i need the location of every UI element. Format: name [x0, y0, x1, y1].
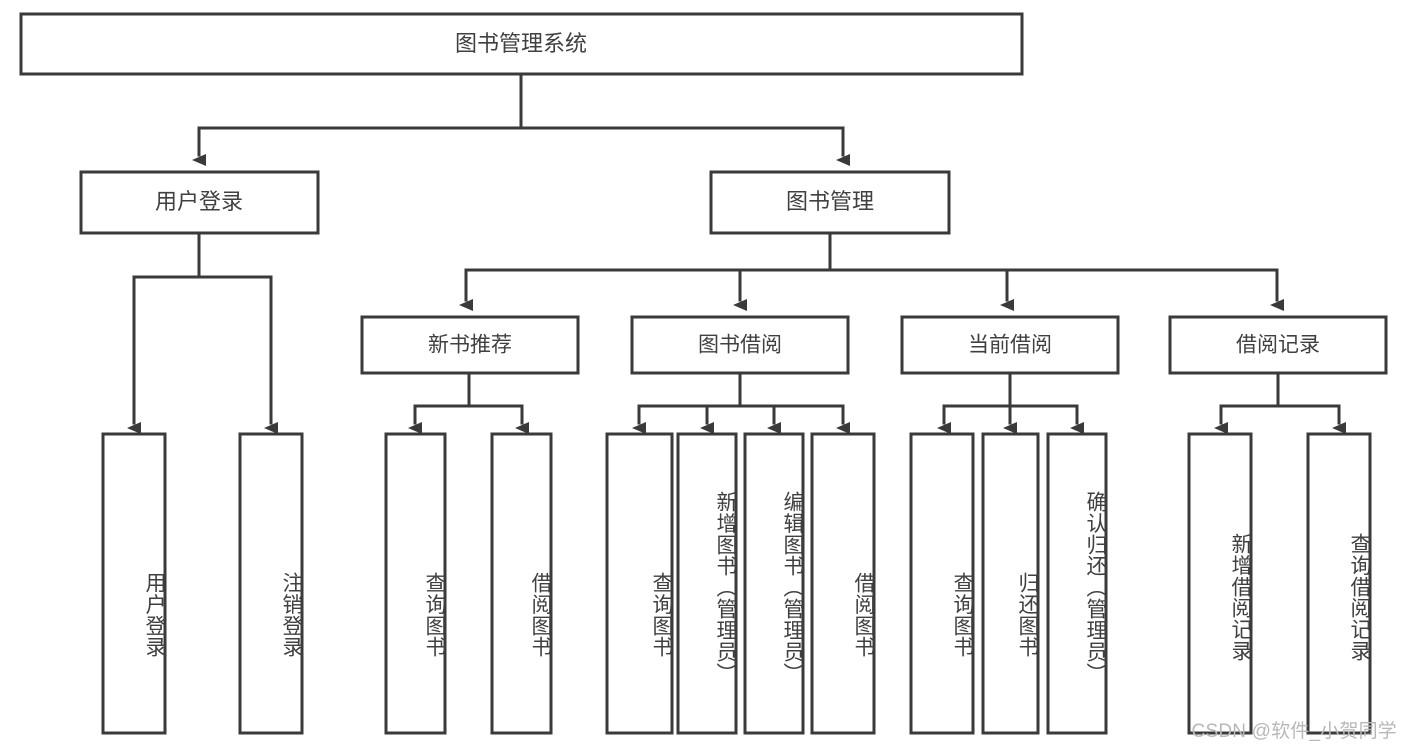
- node-book-borrow-label: 图书借阅: [698, 334, 782, 357]
- node-new-book-recommend-box[interactable]: [360, 315, 580, 375]
- node-book-management-box[interactable]: [709, 170, 951, 235]
- node-leaf-return-book-box[interactable]: [981, 432, 1040, 735]
- node-user-login-box[interactable]: [79, 170, 320, 235]
- node-leaf-add-book-box[interactable]: [676, 432, 738, 735]
- node-leaf-edit-book-box[interactable]: [743, 432, 805, 735]
- node-root-box[interactable]: [19, 12, 1024, 76]
- node-leaf-logout-login-box[interactable]: [238, 432, 304, 735]
- connector-group-current-borrow: [937, 371, 1084, 434]
- node-leaf-borrow-book-1-box[interactable]: [490, 432, 553, 735]
- node-book-borrow[interactable]: 图书借阅: [630, 315, 850, 375]
- node-leaf-add-record-box[interactable]: [1187, 432, 1253, 735]
- connector-group-borrow-record: [1214, 371, 1346, 434]
- node-user-login-label: 用户登录: [155, 189, 243, 214]
- node-new-book-recommend-label: 新书推荐: [428, 334, 512, 357]
- node-new-book-recommend[interactable]: 新书推荐: [360, 315, 580, 375]
- node-borrow-record-box[interactable]: [1168, 315, 1388, 375]
- node-root-label: 图书管理系统: [455, 31, 587, 56]
- node-book-management-label: 图书管理: [786, 189, 874, 214]
- connector-group-new-book-recommend: [408, 371, 529, 434]
- node-leaf-query-book-2-box[interactable]: [605, 432, 674, 735]
- node-leaf-user-login-box[interactable]: [101, 432, 167, 735]
- node-borrow-record[interactable]: 借阅记录: [1168, 315, 1388, 375]
- node-borrow-record-label: 借阅记录: [1236, 334, 1320, 357]
- node-leaf-query-record-box[interactable]: [1306, 432, 1372, 735]
- node-user-login[interactable]: 用户登录: [79, 170, 320, 235]
- node-leaf-query-book-3-box[interactable]: [909, 432, 975, 735]
- node-current-borrow-box[interactable]: [900, 315, 1120, 375]
- node-current-borrow[interactable]: 当前借阅: [900, 315, 1120, 375]
- leaf-boxes: [101, 432, 1372, 735]
- node-leaf-query-book-1-box[interactable]: [384, 432, 447, 735]
- node-leaf-confirm-return-box[interactable]: [1046, 432, 1108, 735]
- node-book-borrow-box[interactable]: [630, 315, 850, 375]
- node-leaf-borrow-book-2-box[interactable]: [810, 432, 876, 735]
- connector-group-root: [192, 74, 850, 166]
- csdn-watermark: CSDN @软件_小贺同学: [1191, 721, 1397, 742]
- connector-group-user-login: [127, 231, 278, 434]
- node-root[interactable]: 图书管理系统: [19, 12, 1024, 76]
- connector-group-book-management: [459, 231, 1284, 311]
- connector-group-book-borrow: [632, 371, 850, 434]
- node-current-borrow-label: 当前借阅: [968, 334, 1052, 357]
- node-book-management[interactable]: 图书管理: [709, 170, 951, 235]
